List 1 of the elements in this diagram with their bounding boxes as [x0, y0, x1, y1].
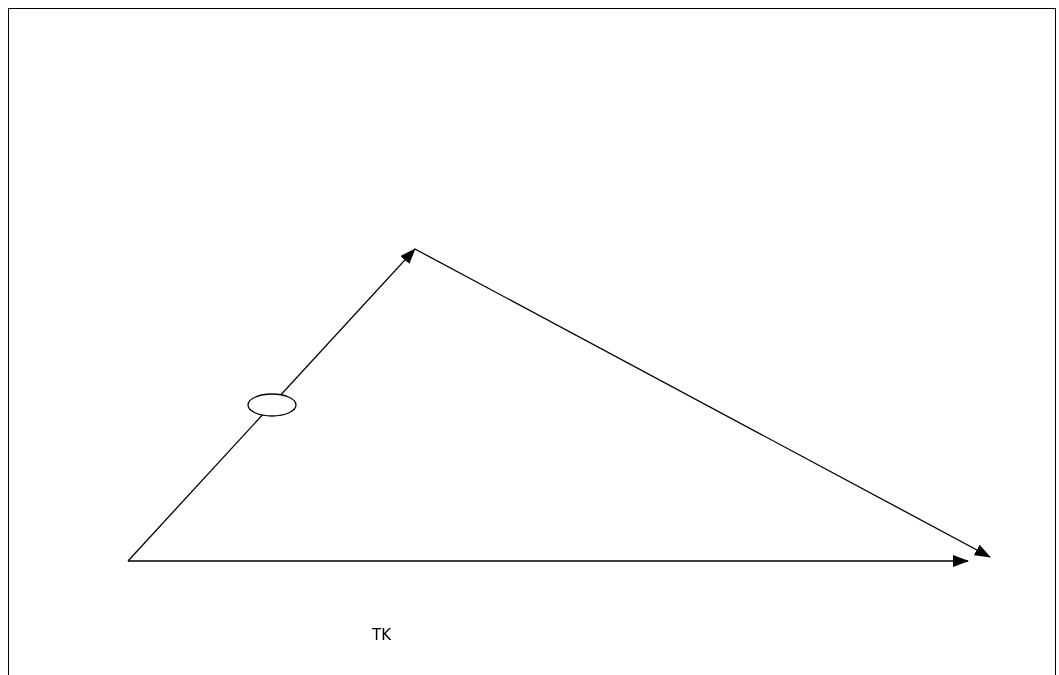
label-text: TK: [372, 626, 391, 644]
